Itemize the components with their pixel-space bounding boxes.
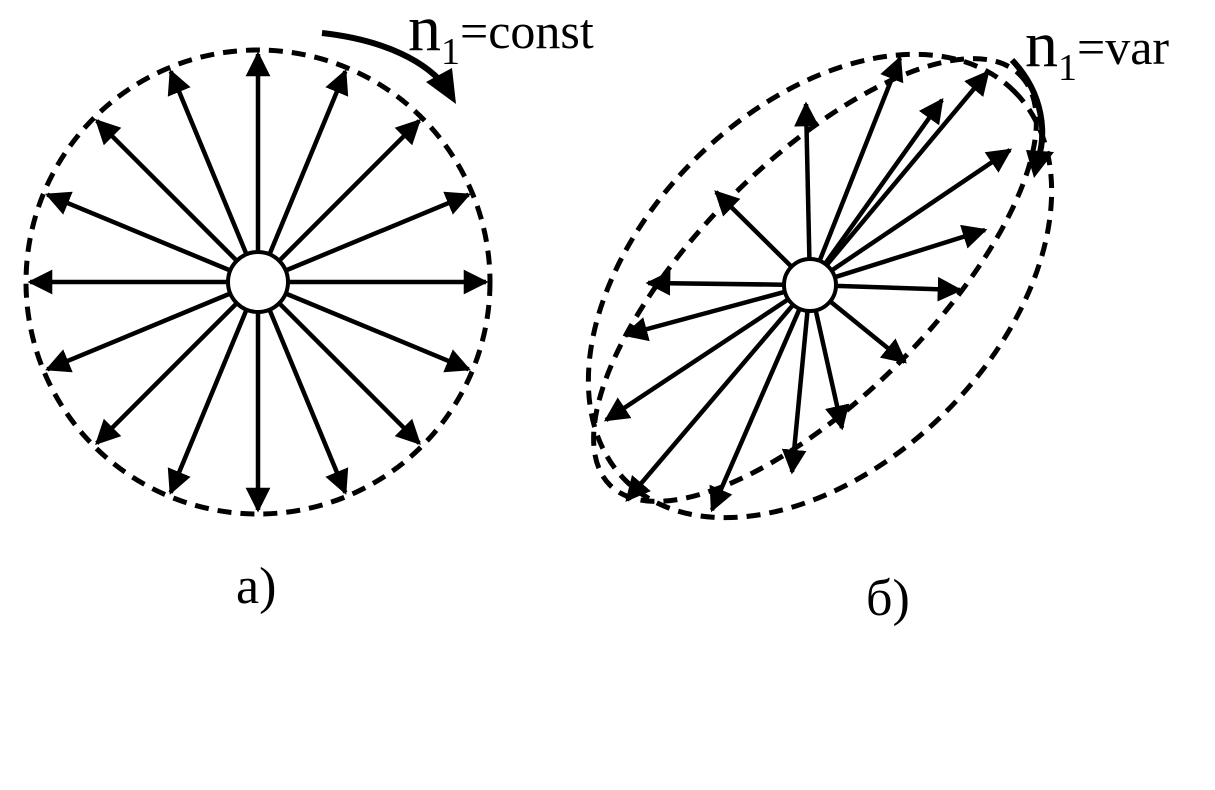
- vector-arrow-b: [794, 101, 819, 260]
- arrowhead-icon: [426, 68, 456, 104]
- hub-a: [226, 250, 290, 314]
- vector-arrow-b: [817, 55, 904, 262]
- vector-arrow-b: [835, 276, 963, 302]
- vector-arrow-b: [824, 70, 990, 267]
- vector-arrow-a: [284, 191, 471, 273]
- rays-group-a: [27, 51, 489, 513]
- vector-arrow-b: [625, 303, 795, 502]
- figure-a: n1=const а): [23, 0, 594, 615]
- hub-b: [782, 257, 838, 313]
- figure-b: n1=var б): [585, 8, 1169, 627]
- vector-arrow-a: [284, 291, 471, 373]
- vector-arrow-a: [167, 308, 249, 495]
- vector-arrow-b: [645, 270, 785, 296]
- vector-arrow-b: [781, 310, 810, 475]
- vector-arrow-b: [823, 97, 944, 266]
- vector-arrow-b: [709, 307, 802, 513]
- vector-arrow-a: [167, 69, 249, 256]
- vector-arrow-b: [622, 289, 786, 342]
- vector-arrow-a: [95, 301, 239, 445]
- rotation-arrow-a: [321, 30, 456, 104]
- vector-arrow-a: [267, 308, 349, 495]
- boundary-circle-a: [23, 47, 493, 517]
- caption-a: а): [236, 558, 276, 615]
- formula-label-b: n1=var: [1025, 8, 1169, 89]
- vector-arrow-a: [45, 291, 232, 373]
- vector-arrow-b: [834, 224, 988, 280]
- vector-arrow-a: [277, 119, 421, 263]
- rotation-arrow-b: [1009, 57, 1054, 178]
- vector-arrow-a: [95, 119, 239, 263]
- vector-arrow-b: [714, 190, 794, 269]
- caption-b: б): [866, 570, 910, 627]
- formula-label-a: n1=const: [408, 0, 594, 73]
- arrowhead-icon: [1026, 150, 1054, 178]
- vector-arrow-b: [813, 309, 850, 431]
- vector-arrow-b: [828, 299, 907, 364]
- vector-arrow-a: [267, 69, 349, 256]
- vector-arrow-b: [830, 148, 1013, 273]
- vector-arrow-b: [603, 297, 790, 422]
- rays-group-b: [603, 55, 1013, 513]
- vector-arrow-a: [45, 191, 232, 273]
- vector-arrow-a: [277, 301, 421, 445]
